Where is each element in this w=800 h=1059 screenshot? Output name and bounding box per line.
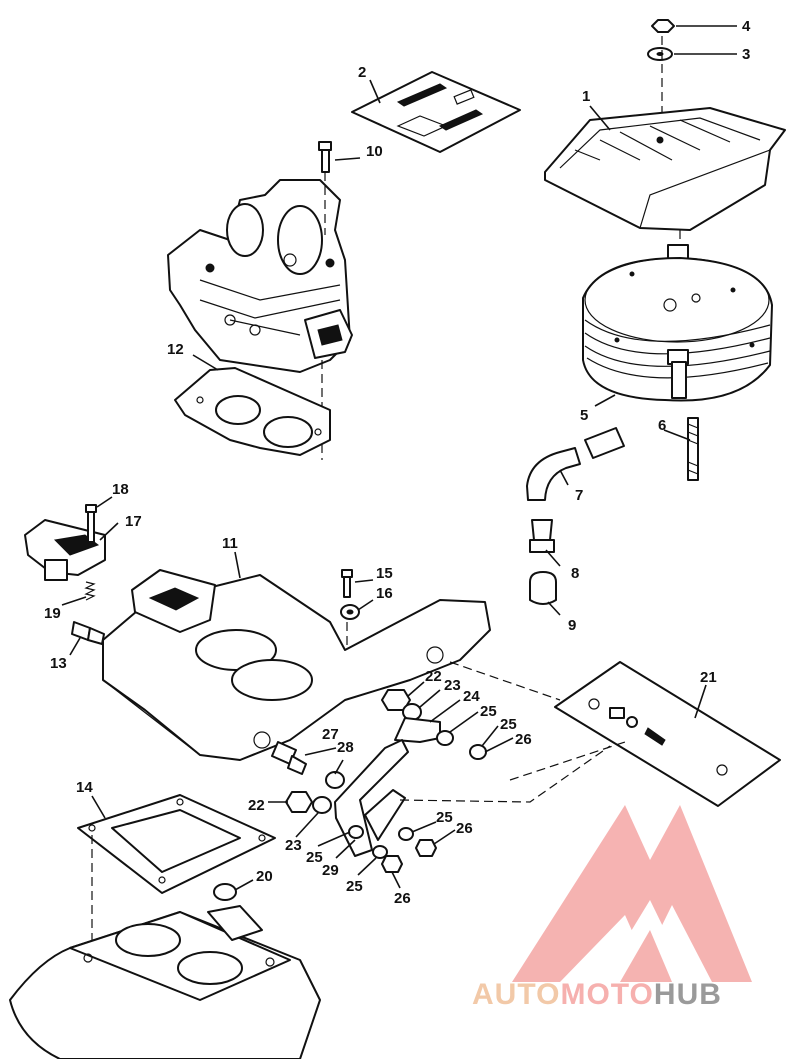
fitting-part-8: [529, 519, 555, 553]
callout-9: 9: [568, 617, 576, 634]
callout-3: 3: [742, 46, 750, 63]
watermark-part-moto: MOTO: [560, 978, 654, 1011]
callout-8: 8: [571, 565, 579, 582]
fitting-part-27: [271, 741, 307, 775]
cap-part-9: [529, 571, 557, 605]
intake-manifold: [9, 905, 321, 1059]
linkage-assembly: [285, 689, 487, 873]
callout-22a: 22: [425, 668, 442, 685]
callout-26a: 26: [515, 731, 532, 748]
callout-20: 20: [256, 868, 273, 885]
callout-23a: 23: [444, 677, 461, 694]
callout-12: 12: [167, 341, 184, 358]
callout-1: 1: [582, 88, 590, 105]
callout-2: 2: [358, 64, 366, 81]
watermark-part-auto: AUTO: [472, 978, 561, 1011]
callout-22b: 22: [248, 797, 265, 814]
callout-24: 24: [463, 688, 480, 705]
callout-25c: 25: [436, 809, 453, 826]
callout-26b: 26: [456, 820, 473, 837]
callout-21: 21: [700, 669, 717, 686]
air-filter-element: [582, 257, 773, 402]
callout-labels: 1 2 3 4 5 6 7 8 9 10 11 12 13 14 15 16 1…: [44, 18, 751, 907]
callout-11: 11: [222, 535, 238, 552]
callout-25a: 25: [480, 703, 497, 720]
washer-part-3: [647, 47, 673, 61]
callout-17: 17: [125, 513, 142, 530]
nut-part-4: [651, 19, 675, 33]
callout-25b: 25: [500, 716, 517, 733]
callout-4: 4: [742, 18, 751, 35]
callout-14: 14: [76, 779, 93, 796]
callout-26c: 26: [394, 890, 411, 907]
callout-25d: 25: [306, 849, 323, 866]
callout-25e: 25: [346, 878, 363, 895]
watermark-text: AUTOMOTOHUB: [472, 978, 722, 1012]
leader-lines: [61, 25, 737, 891]
adapter-plate: [102, 569, 491, 761]
hardware-kit-panel: [554, 661, 781, 807]
callout-18: 18: [112, 481, 129, 498]
callout-15: 15: [376, 565, 393, 582]
bolt-part-15: [341, 569, 353, 598]
watermark-part-hub: HUB: [653, 978, 722, 1011]
decal-sheet: [351, 71, 521, 153]
callout-10: 10: [366, 143, 383, 160]
callout-28: 28: [337, 739, 354, 756]
vent-hose: [526, 427, 625, 501]
bolt-part-18: [85, 504, 97, 543]
callout-7: 7: [575, 487, 583, 504]
washer-part-16: [340, 604, 360, 620]
callout-23b: 23: [285, 837, 302, 854]
bolt-part-10: [318, 141, 332, 173]
callout-16: 16: [376, 585, 393, 602]
fitting-part-13: [71, 621, 105, 645]
stud-part-6: [687, 417, 699, 481]
throttle-body-gasket: [174, 367, 331, 456]
air-cleaner-cover: [544, 107, 786, 231]
callout-6: 6: [658, 417, 666, 434]
callout-5: 5: [580, 407, 588, 424]
callout-19: 19: [44, 605, 61, 622]
watermark-logo-icon: [512, 805, 752, 982]
throttle-body: [167, 179, 353, 373]
plug-part-20: [213, 883, 237, 901]
spring-part-19: [84, 581, 96, 601]
callout-13: 13: [50, 655, 67, 672]
base-gasket-part-14: [77, 794, 276, 894]
callout-27: 27: [322, 726, 339, 743]
callout-29: 29: [322, 862, 339, 879]
